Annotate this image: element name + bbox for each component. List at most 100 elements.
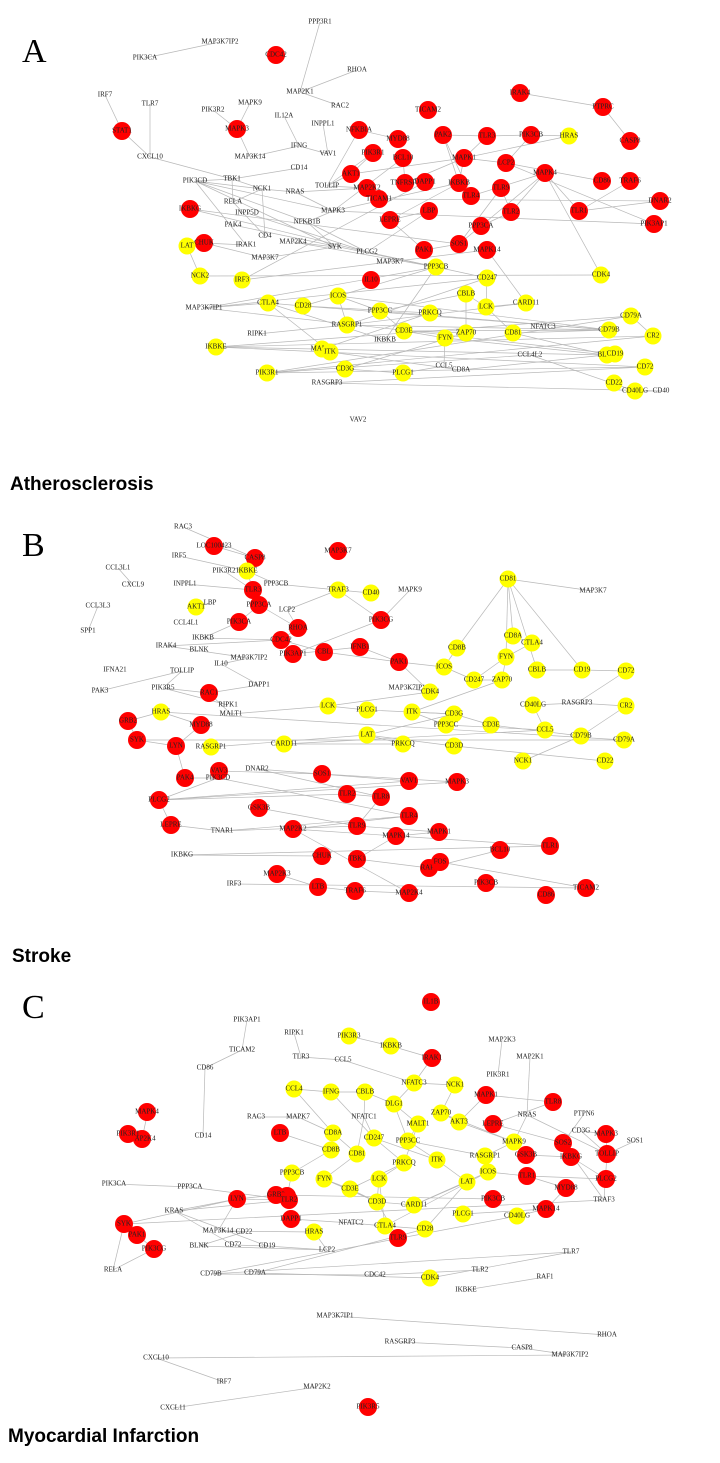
network-node: BCL10 [490, 841, 511, 859]
network-edge [181, 845, 551, 856]
network-node: PIK3CD [183, 177, 208, 185]
network-node: TOLLIP [315, 182, 339, 190]
node-circle [409, 1115, 427, 1133]
node-circle [400, 884, 418, 902]
network-edge [113, 1183, 191, 1188]
node-label: PAK3 [92, 687, 109, 695]
node-circle [150, 791, 168, 809]
node-label: RASGRP3 [385, 1338, 416, 1346]
network-node: MAP3K7 [251, 254, 279, 262]
network-node: NRAS [286, 188, 305, 196]
network-node: TLR1 [570, 202, 588, 220]
network-edge [526, 1114, 608, 1155]
network-edge [241, 181, 426, 281]
node-circle [482, 716, 500, 734]
network-edge [261, 188, 296, 193]
network-edge [485, 1094, 554, 1103]
network-node: TOLLIP [170, 667, 194, 675]
network-edge [294, 187, 368, 193]
network-edge [302, 305, 431, 314]
node-label: PAK1 [129, 1231, 146, 1239]
node-label: ZAP70 [456, 329, 477, 337]
node-circle [537, 886, 555, 904]
network-node: RIPK1 [284, 1029, 304, 1037]
node-circle [329, 287, 347, 305]
network-node: GSK3B [248, 799, 270, 817]
node-label: TLR9 [349, 822, 366, 830]
network-edge [326, 382, 662, 392]
network-node: PAK4 [225, 221, 242, 229]
network-node: NFATC1 [351, 1113, 377, 1121]
node-circle [492, 179, 510, 197]
network-node: MAPK14 [382, 827, 410, 845]
node-label: CD40 [653, 387, 670, 395]
node-label: TICAM1 [366, 195, 393, 203]
node-label: MAP3K7IP1 [389, 684, 426, 692]
node-circle [372, 788, 390, 806]
network-node: TICAM2 [229, 1046, 256, 1054]
node-label: MAPK14 [532, 1205, 560, 1213]
network-node: RASGRP1 [332, 316, 363, 334]
node-label: MYD88 [386, 135, 410, 143]
node-circle [600, 321, 618, 339]
network-node: NCK1 [514, 752, 533, 770]
node-label: CD81 [505, 329, 522, 337]
network-edge [231, 178, 234, 203]
network-edge [578, 200, 661, 212]
node-circle [394, 735, 412, 753]
node-label: IKBKG [179, 205, 201, 213]
network-edge [184, 583, 254, 591]
network-node: HRAS [560, 127, 578, 145]
node-circle [346, 882, 364, 900]
network-edge [576, 670, 627, 704]
network-node: CXCL10 [143, 1354, 169, 1362]
network-node: TNAR1 [211, 827, 234, 835]
node-label: PPP3R1 [308, 18, 332, 26]
network-node: PIK3CG [142, 1240, 166, 1258]
node-circle [523, 634, 541, 652]
network-node: PAK1 [390, 653, 408, 671]
network-edge [578, 180, 631, 212]
network-node: LOC100423 [197, 537, 232, 555]
network-edge [286, 589, 339, 611]
network-node: AKT3 [450, 1113, 468, 1131]
node-circle [336, 360, 354, 378]
node-label: CD86 [594, 177, 611, 185]
network-node: TRAF3 [327, 581, 349, 599]
node-label: MAPK3 [225, 125, 249, 133]
node-label: PIK3R3 [338, 1032, 361, 1040]
network-node: PIK3CB [481, 1190, 505, 1208]
network-edge [350, 157, 465, 175]
node-label: PIK3AP1 [233, 1016, 261, 1024]
network-node: ZAP70 [431, 1104, 452, 1122]
node-circle [228, 1190, 246, 1208]
node-label: DAPP1 [414, 178, 436, 186]
node-label: PIK3CA [102, 1180, 127, 1188]
node-label: LAT [461, 1178, 475, 1186]
node-label: PPP3CC [396, 1137, 421, 1145]
node-label: CD79A [620, 312, 642, 320]
node-label: CDC42 [364, 1271, 386, 1279]
node-label: MAP2K2 [279, 825, 307, 833]
node-circle [554, 1134, 572, 1152]
network-edge [204, 1049, 243, 1069]
node-label: CCL4L2 [518, 351, 543, 359]
node-label: TLR3 [293, 1053, 310, 1061]
network-edge [411, 679, 503, 713]
node-circle [356, 1083, 374, 1101]
network-node: CARD11 [401, 1196, 428, 1214]
network-edge [507, 578, 514, 637]
network-edge [275, 583, 339, 591]
node-circle [593, 172, 611, 190]
node-circle [358, 701, 376, 719]
network-node: IRAK4 [510, 84, 531, 102]
node-circle [370, 1170, 388, 1188]
node-label: CD19 [574, 666, 591, 674]
network-edge [327, 691, 431, 707]
network-node: MAP2K2 [279, 820, 307, 838]
network-node: IL1B [422, 993, 440, 1011]
network-edge [465, 1276, 546, 1291]
network-node: CD86 [593, 172, 611, 190]
network-node: MAPK4 [533, 164, 557, 182]
